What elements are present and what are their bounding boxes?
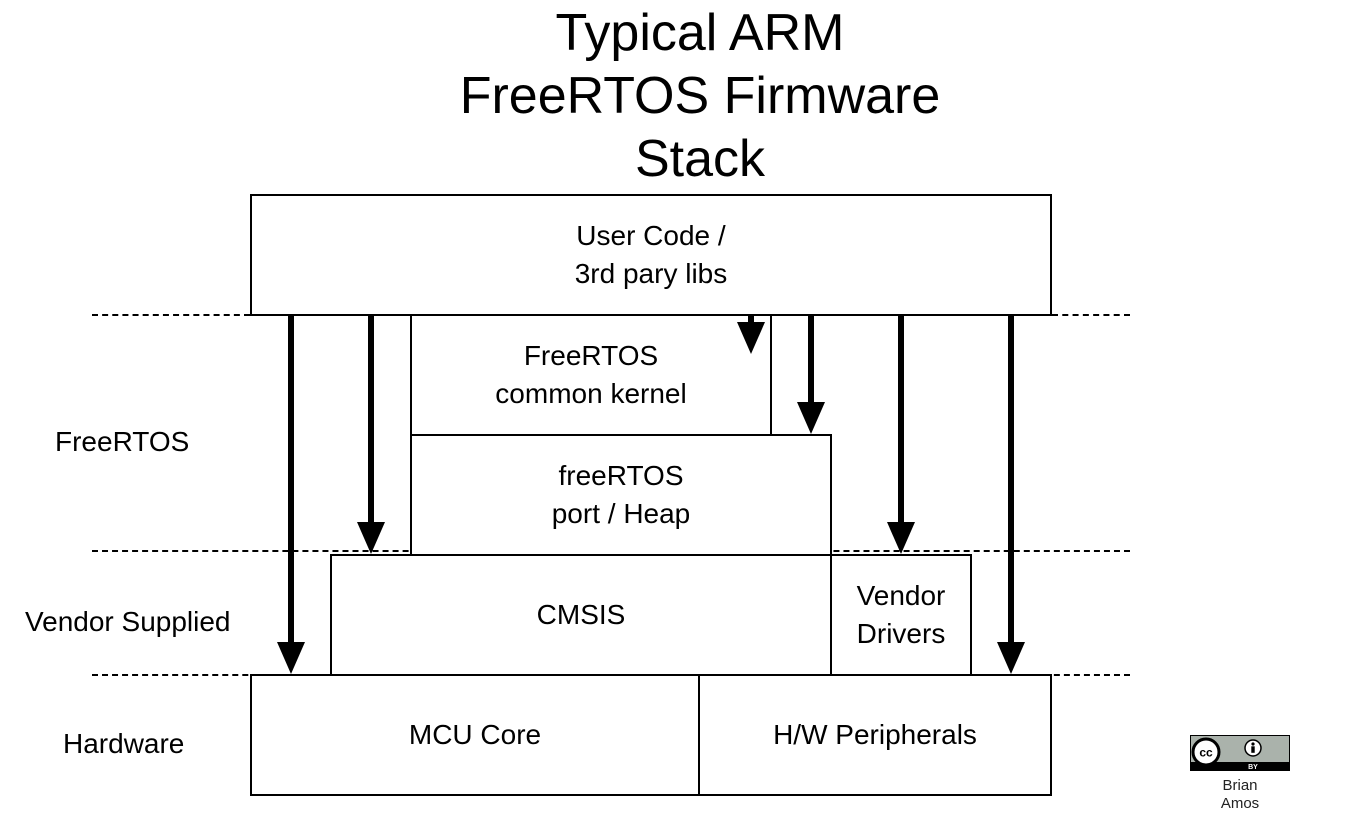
- kernel-line-2: common kernel: [495, 378, 687, 409]
- mcu-core-label: MCU Core: [408, 719, 542, 750]
- title-line-1: Typical ARM: [555, 4, 845, 62]
- user-code-box: User Code / 3rd pary libs: [250, 194, 1052, 316]
- kernel-line-1: FreeRTOS: [523, 340, 659, 371]
- vendor-drivers-box: Vendor Drivers: [830, 554, 972, 676]
- arrow-user-to-peripherals-head: [997, 642, 1025, 674]
- author-credit: Brian Amos: [1190, 777, 1290, 813]
- vendor-drivers-line-1: Vendor: [856, 580, 946, 611]
- arrow-user-to-drivers-head: [887, 522, 915, 554]
- arrow-user-to-port-head: [797, 402, 825, 434]
- hw-peripherals-box: H/W Peripherals: [698, 674, 1052, 796]
- arrow-user-to-kernel-head: [737, 322, 765, 354]
- freertos-port-box: freeRTOS port / Heap: [410, 434, 832, 556]
- mcu-core-box: MCU Core: [250, 674, 700, 796]
- hw-peripherals-label: H/W Peripherals: [773, 719, 977, 750]
- author-line-2: Amos: [1220, 795, 1260, 812]
- cc-by-license-icon: cc BY: [1190, 735, 1290, 771]
- user-code-line-2: 3rd pary libs: [574, 258, 728, 289]
- diagram-title: Typical ARM FreeRTOS Firmware Stack: [400, 2, 1000, 191]
- cc-badge-text: BY: [1248, 764, 1258, 771]
- separator-top-left: [92, 314, 250, 316]
- port-line-1: freeRTOS: [558, 460, 684, 491]
- author-line-1: Brian: [1222, 777, 1258, 794]
- cmsis-box: CMSIS: [330, 554, 832, 676]
- user-code-line-1: User Code /: [576, 220, 726, 251]
- freertos-kernel-box: FreeRTOS common kernel: [410, 314, 772, 436]
- separator-top-right: [1052, 314, 1130, 316]
- layer-label-freertos: FreeRTOS: [55, 426, 190, 457]
- title-line-2: FreeRTOS Firmware: [459, 67, 941, 125]
- cmsis-label: CMSIS: [536, 599, 626, 630]
- arrow-user-to-cmsis-head: [357, 522, 385, 554]
- layer-label-hardware: Hardware: [63, 728, 185, 759]
- arrow-user-to-mcu-head: [277, 642, 305, 674]
- port-line-2: port / Heap: [551, 498, 691, 529]
- svg-text:cc: cc: [1199, 746, 1213, 760]
- layer-label-vendor-supplied: Vendor Supplied: [25, 606, 231, 637]
- title-line-3: Stack: [634, 130, 766, 188]
- vendor-drivers-line-2: Drivers: [856, 618, 946, 649]
